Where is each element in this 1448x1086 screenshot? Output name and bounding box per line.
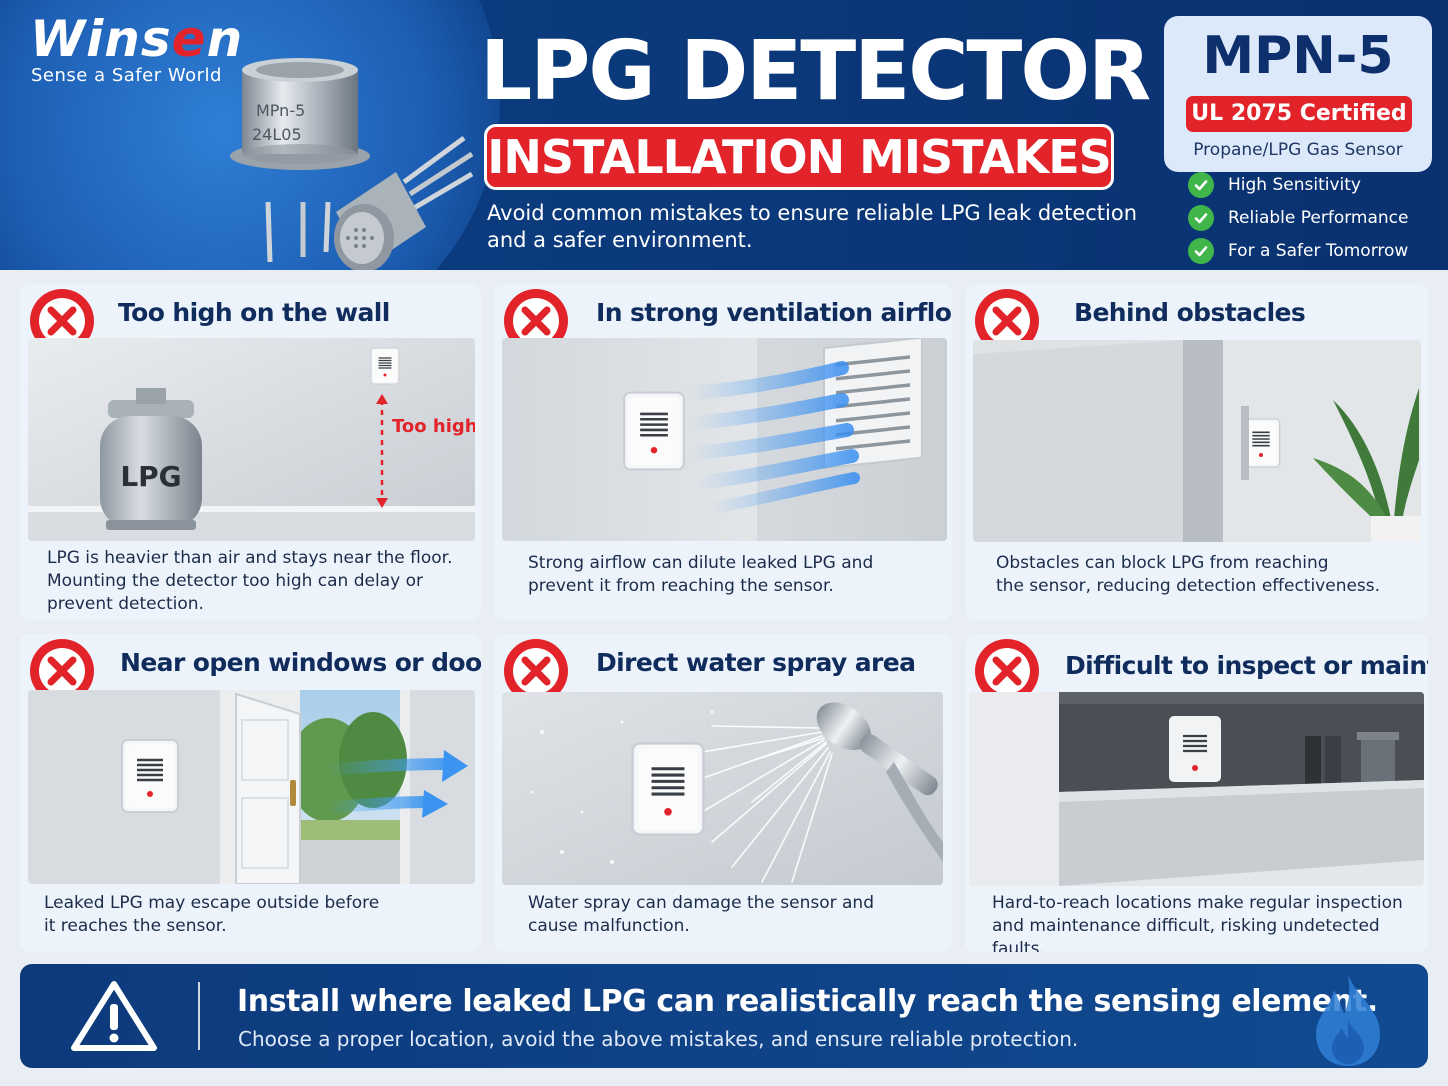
scene-obstacles — [973, 340, 1421, 542]
product-model: MPN-5 — [1202, 26, 1394, 86]
product-type: Propane/LPG Gas Sensor — [1193, 140, 1403, 160]
card-title: Behind obstacles — [1074, 298, 1306, 327]
mistake-card-windows: Near open windows or doors Leaked LPG — [20, 634, 481, 952]
mistake-card-obstacles: Behind obstacles Obstacles can block LPG… — [965, 284, 1428, 620]
warning-triangle-icon — [71, 981, 157, 1051]
scene-hard-to-reach — [969, 692, 1424, 886]
footer-divider — [198, 982, 200, 1050]
svg-text:Too high: Too high — [392, 416, 475, 437]
check-icon — [1188, 237, 1214, 264]
card-title: Too high on the wall — [118, 298, 390, 327]
card-description: Obstacles can block LPG from reaching th… — [996, 553, 1381, 596]
mistake-card-too-high: Too high on the wall LPG Too high LPG is… — [20, 284, 481, 620]
product-box: MPN-5 UL 2075 Certified Propane/LPG Gas … — [1164, 16, 1432, 172]
gas-sensor-side-image — [334, 135, 474, 270]
card-description: Leaked LPG may escape outside before it … — [44, 893, 380, 936]
card-description: Strong airflow can dilute leaked LPG and… — [528, 553, 874, 596]
scene-too-high: LPG Too high — [28, 338, 475, 541]
svg-text:24L05: 24L05 — [252, 125, 302, 144]
svg-text:MPn-5: MPn-5 — [256, 101, 305, 120]
card-description: Water spray can damage the sensor and ca… — [528, 893, 874, 936]
certification-badge: UL 2075 Certified — [1186, 96, 1412, 132]
check-icon — [1188, 171, 1214, 198]
scene-open-door — [28, 690, 475, 884]
footer-title: Install where leaked LPG can realistical… — [237, 984, 1378, 1019]
footer-banner: Install where leaked LPG can realistical… — [20, 964, 1428, 1068]
card-description: Hard-to-reach locations make regular ins… — [992, 893, 1403, 952]
intro-text: Avoid common mistakes to ensure reliable… — [487, 201, 1138, 252]
scene-ventilation — [502, 338, 947, 541]
feature-list: High Sensitivity Reliable Performance Fo… — [1188, 168, 1438, 267]
mistake-card-hard-to-reach: Difficult to inspect or maintain Hard-to… — [965, 634, 1428, 952]
brand-logo: Winsen — [30, 10, 244, 68]
mistake-card-water-spray: Direct water spray area — [494, 634, 952, 952]
card-description: LPG is heavier than air and stays near t… — [47, 548, 453, 614]
footer-subtitle: Choose a proper location, avoid the abov… — [238, 1027, 1079, 1051]
svg-text:LPG: LPG — [120, 460, 181, 493]
card-title: In strong ventilation airflow — [596, 298, 952, 327]
scene-water-spray — [502, 692, 943, 885]
card-title: Near open windows or doors — [120, 648, 481, 677]
flame-icon — [1316, 974, 1380, 1066]
main-title: LPG DETECTOR — [480, 24, 1151, 119]
card-title: Direct water spray area — [596, 648, 916, 677]
feature-item: Reliable Performance — [1188, 201, 1438, 234]
header-banner: Winsen Sense a Safer World MPn-5 24L05 — [0, 0, 1448, 270]
mistake-card-ventilation: In strong ventilation airflow — [494, 284, 952, 620]
card-title: Difficult to inspect or maintain — [1065, 651, 1428, 680]
gas-sensor-image: MPn-5 24L05 — [230, 58, 370, 263]
feature-item: High Sensitivity — [1188, 168, 1438, 201]
subtitle-banner: INSTALLATION MISTAKES — [484, 124, 1114, 190]
brand-tagline: Sense a Safer World — [31, 65, 222, 86]
check-icon — [1188, 204, 1214, 231]
feature-item: For a Safer Tomorrow — [1188, 234, 1438, 267]
